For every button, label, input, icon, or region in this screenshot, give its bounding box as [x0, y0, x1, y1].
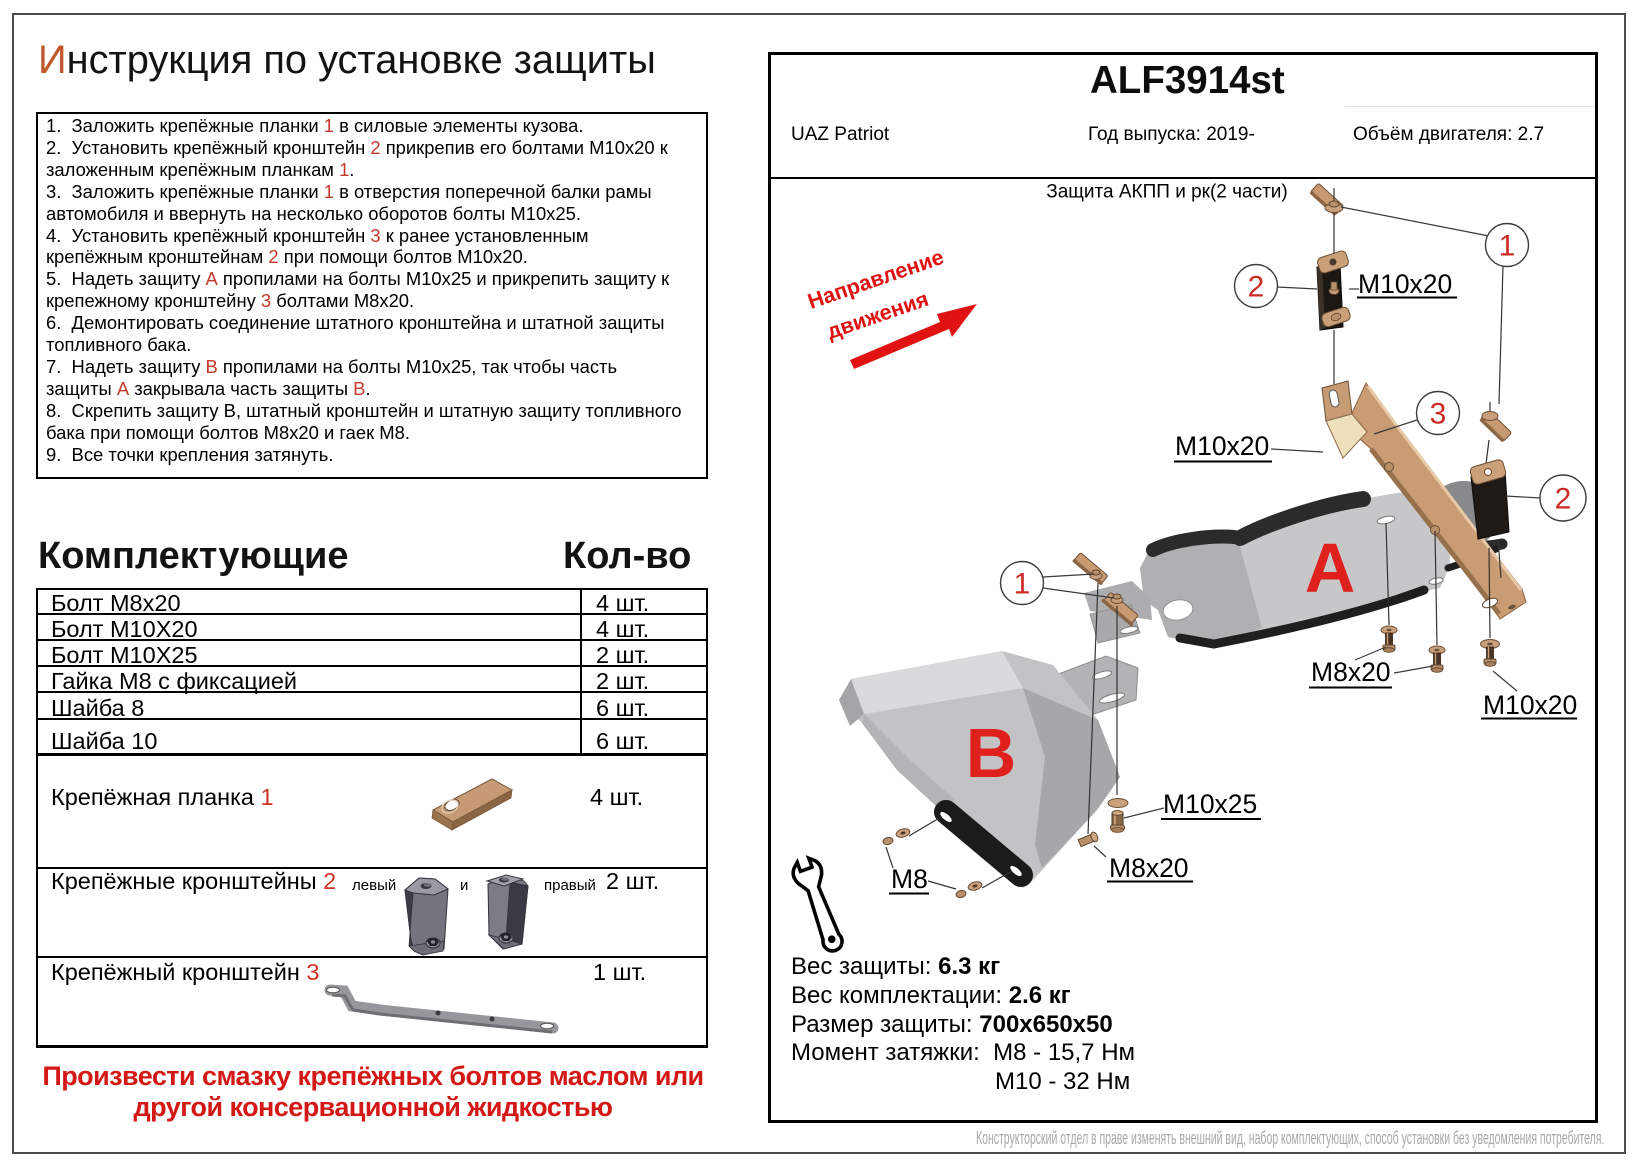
svg-text:1: 1	[1014, 568, 1031, 601]
svg-text:Защита АКПП и рк(2 части): Защита АКПП и рк(2 части)	[1046, 182, 1288, 203]
svg-text:М8х20: М8х20	[1311, 657, 1391, 687]
svg-text:2: 2	[1555, 483, 1572, 516]
svg-text:М8х20: М8х20	[1109, 853, 1189, 883]
svg-text:3: 3	[1430, 398, 1447, 431]
svg-text:М8: М8	[891, 864, 928, 894]
svg-text:B: B	[966, 714, 1017, 792]
svg-text:1: 1	[1499, 230, 1516, 263]
svg-text:А: А	[1305, 529, 1356, 607]
svg-text:М10х20: М10х20	[1358, 269, 1452, 299]
svg-text:М10х20: М10х20	[1175, 431, 1269, 461]
svg-text:М10х25: М10х25	[1163, 789, 1257, 819]
svg-text:2: 2	[1248, 271, 1265, 304]
svg-text:М10х20: М10х20	[1483, 690, 1577, 720]
